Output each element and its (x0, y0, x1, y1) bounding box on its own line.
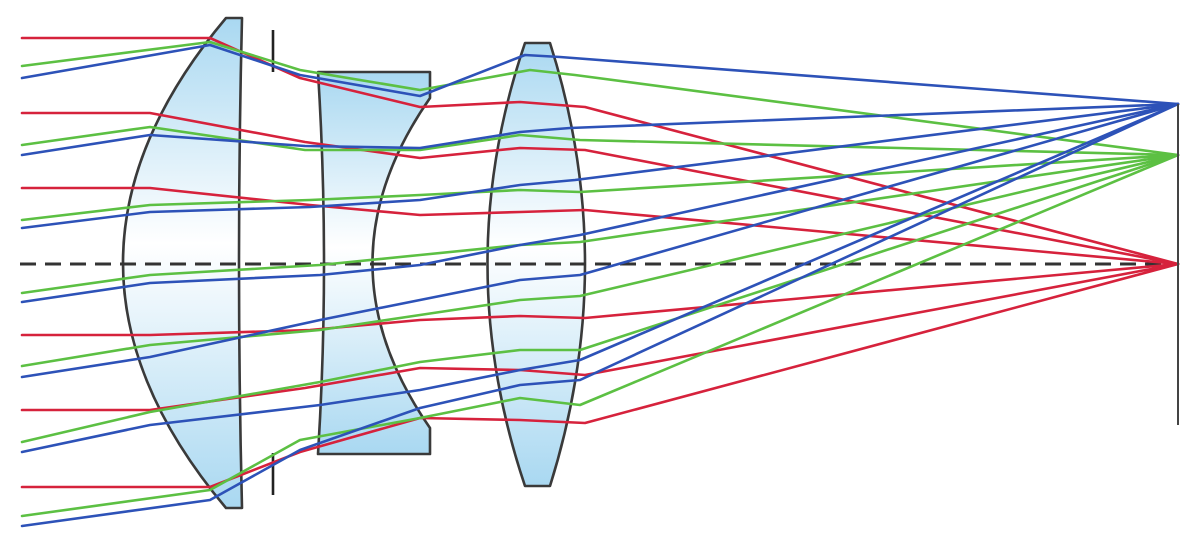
red-ray-4 (20, 262, 1180, 337)
blue-ray-7 (20, 102, 1180, 528)
green-ray-3 (20, 153, 1180, 222)
ray-trace-group (20, 36, 1180, 528)
blue-ray-2 (20, 102, 1180, 157)
blue-ray-1 (20, 43, 1180, 106)
green-ray-6 (20, 153, 1180, 444)
blue-ray-5 (20, 102, 1180, 379)
green-ray-7 (20, 153, 1180, 518)
red-ray-2 (20, 111, 1180, 266)
red-ray-5 (20, 262, 1180, 412)
blue-ray-6 (20, 102, 1180, 454)
red-ray-1 (20, 36, 1180, 266)
blue-ray-4 (20, 102, 1180, 304)
green-ray-5 (20, 153, 1180, 368)
red-ray-3 (20, 186, 1180, 266)
green-ray-4 (20, 153, 1180, 295)
green-ray-2 (20, 125, 1180, 157)
blue-ray-3 (20, 102, 1180, 230)
green-ray-1 (20, 40, 1180, 157)
